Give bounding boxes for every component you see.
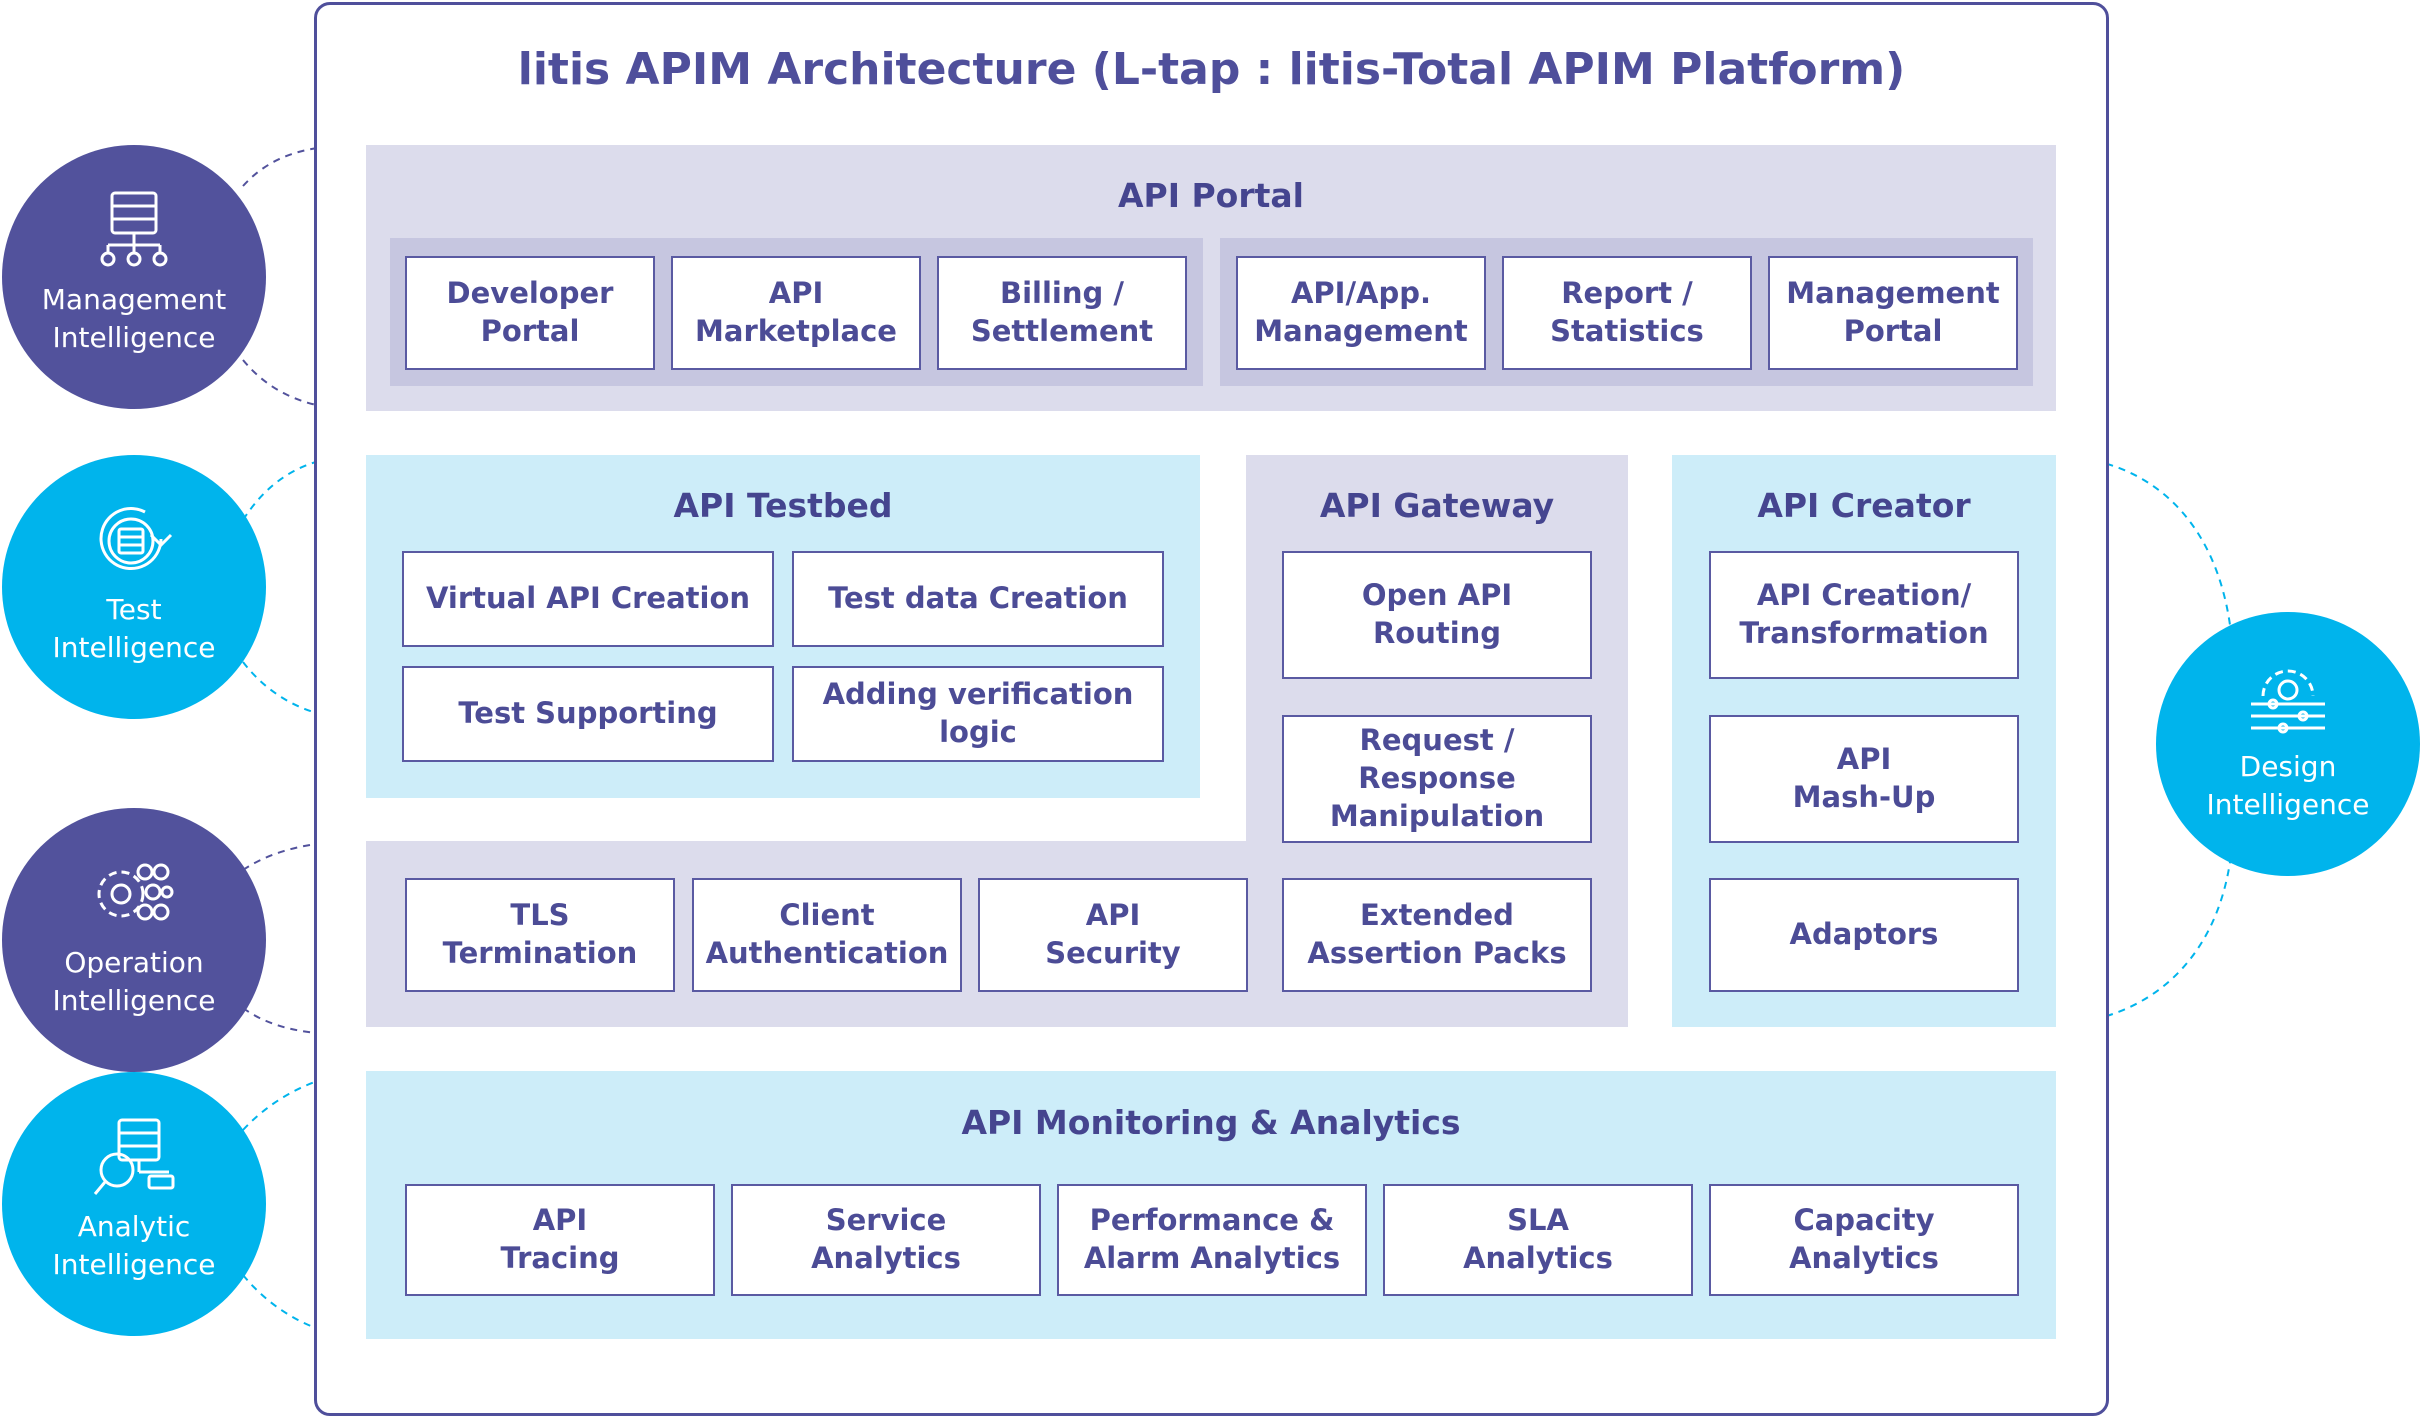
api-testbed-title: API Testbed [673, 486, 893, 525]
operation-intelligence-label: Operation Intelligence [52, 946, 216, 1017]
design-intelligence-circle: Design Intelligence [2156, 612, 2420, 876]
server-network-icon [100, 191, 168, 267]
api-gateway-title: API Gateway [1319, 486, 1555, 525]
developer-portal-box: Developer Portal [405, 256, 655, 370]
service-analytics-box: Service Analytics [731, 1184, 1041, 1296]
management-intelligence-circle: Management Intelligence [2, 145, 266, 409]
api-creation-transformation-box: API Creation/ Transformation [1709, 551, 2019, 679]
test-cycle-icon [99, 507, 173, 570]
test-supporting-box: Test Supporting [402, 666, 774, 762]
billing-settlement-box: Billing / Settlement [937, 256, 1187, 370]
analytic-intelligence-circle: Analytic Intelligence [2, 1072, 266, 1336]
management-intelligence-label: Management Intelligence [41, 283, 227, 354]
open-api-routing-box: Open API Routing [1282, 551, 1592, 679]
test-data-creation-box: Test data Creation [792, 551, 1164, 647]
gears-icon [97, 863, 174, 921]
client-authentication-box: Client Authentication [692, 878, 962, 992]
operation-intelligence-circle: Operation Intelligence [2, 808, 266, 1072]
tls-termination-box: TLS Termination [405, 878, 675, 992]
extended-assertion-packs-box: Extended Assertion Packs [1282, 878, 1592, 992]
test-intelligence-label: Test Intelligence [52, 593, 216, 664]
gear-sliders-icon [2251, 669, 2325, 734]
adaptors-box: Adaptors [1709, 878, 2019, 992]
test-intelligence-circle: Test Intelligence [2, 455, 266, 719]
management-portal-box: Management Portal [1768, 256, 2018, 370]
api-tracing-box: API Tracing [405, 1184, 715, 1296]
analytic-intelligence-label: Analytic Intelligence [52, 1210, 216, 1281]
adding-verification-logic-box: Adding verification logic [792, 666, 1164, 762]
design-intelligence-label: Design Intelligence [2206, 750, 2370, 821]
api-monitoring-title: API Monitoring & Analytics [961, 1103, 1461, 1142]
diagram-title: litis APIM Architecture (L-tap : litis-T… [517, 44, 1906, 95]
report-statistics-box: Report / Statistics [1502, 256, 1752, 370]
api-app-management-box: API/App. Management [1236, 256, 1486, 370]
capacity-analytics-box: Capacity Analytics [1709, 1184, 2019, 1296]
virtual-api-creation-box: Virtual API Creation [402, 551, 774, 647]
api-portal-title: API Portal [1118, 176, 1304, 215]
api-mashup-box: API Mash-Up [1709, 715, 2019, 843]
api-marketplace-box: API Marketplace [671, 256, 921, 370]
performance-alarm-analytics-box: Performance & Alarm Analytics [1057, 1184, 1367, 1296]
request-response-manipulation-box: Request / Response Manipulation [1282, 715, 1592, 843]
api-creator-title: API Creator [1757, 486, 1971, 525]
magnify-server-icon [93, 1118, 175, 1195]
api-security-box: API Security [978, 878, 1248, 992]
sla-analytics-box: SLA Analytics [1383, 1184, 1693, 1296]
